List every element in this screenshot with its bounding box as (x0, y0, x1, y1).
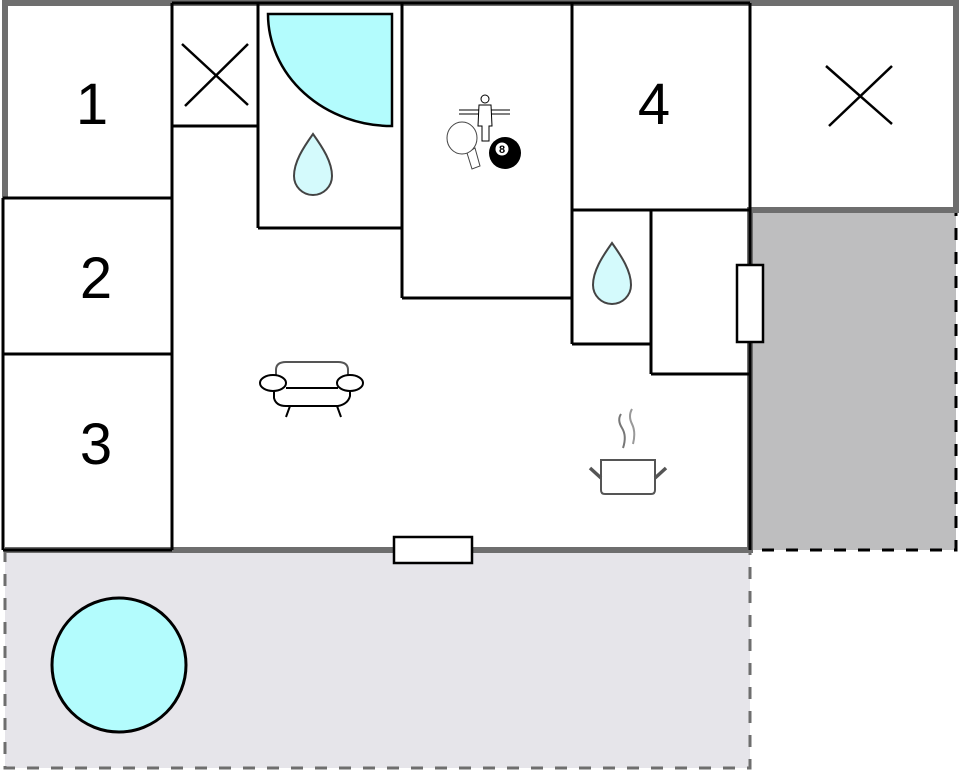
cooking-pot-icon (588, 408, 668, 495)
room-1-label: 1 (76, 72, 108, 137)
water-drop-icon (591, 241, 633, 305)
foosball-icon (459, 94, 510, 142)
swimming-pool (50, 596, 188, 734)
room-2-label: 2 (80, 246, 112, 311)
water-drop-icon (292, 132, 334, 196)
room-4-label: 4 (638, 72, 670, 137)
x-mark-icon (181, 43, 249, 107)
billiard-ball-icon: 8 (489, 137, 521, 169)
window-bottom (392, 535, 474, 565)
covered-area-dashed-border (700, 180, 958, 552)
window-right (735, 263, 765, 344)
room-3-label: 3 (80, 412, 112, 477)
ping-pong-paddle-icon (446, 121, 481, 170)
x-mark-icon (825, 65, 893, 127)
sofa-icon (259, 361, 364, 418)
covered-area (750, 210, 956, 550)
svg-text:8: 8 (499, 144, 505, 156)
interior-walls (1, 1, 752, 552)
shower-icon (266, 12, 394, 128)
